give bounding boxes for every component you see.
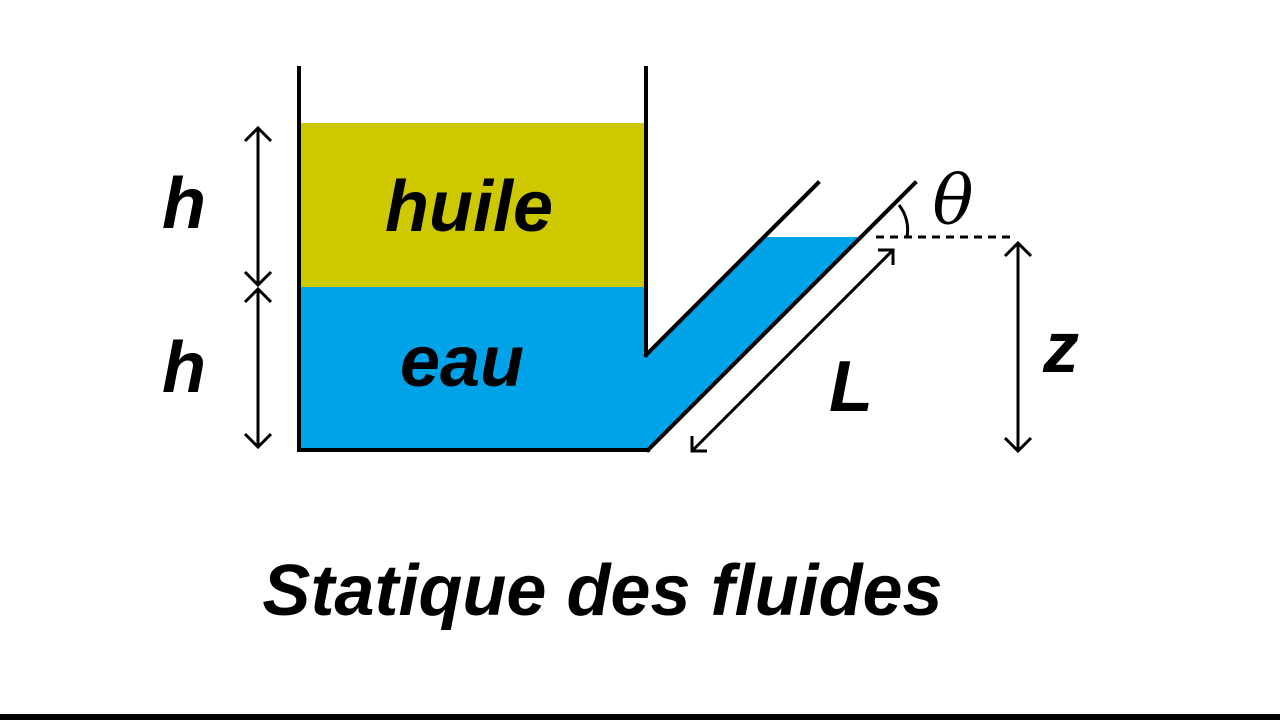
oil-layer — [299, 123, 646, 287]
label-length: L — [829, 347, 873, 427]
label-oil: huile — [385, 167, 553, 247]
label-h-top: h — [162, 164, 206, 244]
length-dimension-arrow — [690, 248, 895, 453]
label-theta: θ — [933, 162, 974, 241]
angle-arc — [897, 204, 910, 238]
caption-title: Statique des fluides — [262, 551, 943, 631]
bottom-divider — [0, 714, 1280, 720]
label-water: eau — [400, 322, 524, 402]
tank-walls — [297, 66, 918, 453]
height-dimension-arrows — [243, 125, 273, 450]
tube-lower-wall — [645, 180, 918, 453]
tube-upper-wall — [643, 180, 821, 358]
elevation-dimension-arrow — [1003, 240, 1033, 454]
label-z: z — [1042, 308, 1079, 388]
label-h-bottom: h — [162, 328, 206, 408]
water-layer — [299, 287, 646, 450]
